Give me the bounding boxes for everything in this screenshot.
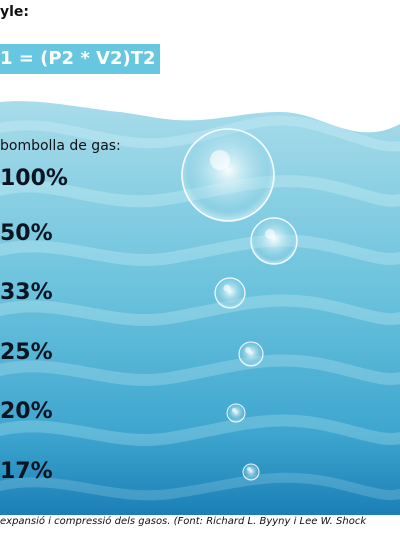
percentage-label: 50% <box>0 221 53 246</box>
wave-band <box>0 234 400 266</box>
bubble-20-highlight <box>231 407 237 413</box>
wave-band <box>0 472 400 501</box>
section-heading: yle: <box>0 4 30 20</box>
percentage-label: 100% <box>0 166 68 191</box>
sea-body <box>0 101 400 515</box>
wave-band <box>0 354 400 386</box>
wave-band <box>0 414 400 446</box>
bubble-33 <box>214 277 246 309</box>
bubble-25-highlight <box>245 347 251 353</box>
wave-band <box>0 294 400 326</box>
percentage-label: 17% <box>0 459 53 484</box>
bubble-25 <box>238 341 264 367</box>
bubble-50-highlight <box>265 229 275 239</box>
percentage-label: 25% <box>0 340 53 365</box>
figure-caption: expansió i compressió dels gasos. (Font:… <box>0 516 367 527</box>
formula-banner: 1 = (P2 * V2)T2 <box>0 44 160 74</box>
bubble-33-highlight <box>223 284 231 292</box>
percentage-label: 33% <box>0 280 53 305</box>
bubble-17-highlight <box>247 467 251 471</box>
bubbles <box>181 128 298 481</box>
percentage-label: 20% <box>0 399 53 424</box>
bubble-50 <box>250 217 298 265</box>
bubble-100 <box>181 128 275 222</box>
bubble-20 <box>226 403 246 423</box>
bubble-label: bombolla de gas: <box>0 138 121 154</box>
bubble-100-highlight <box>210 150 230 170</box>
bubble-17 <box>242 463 260 481</box>
